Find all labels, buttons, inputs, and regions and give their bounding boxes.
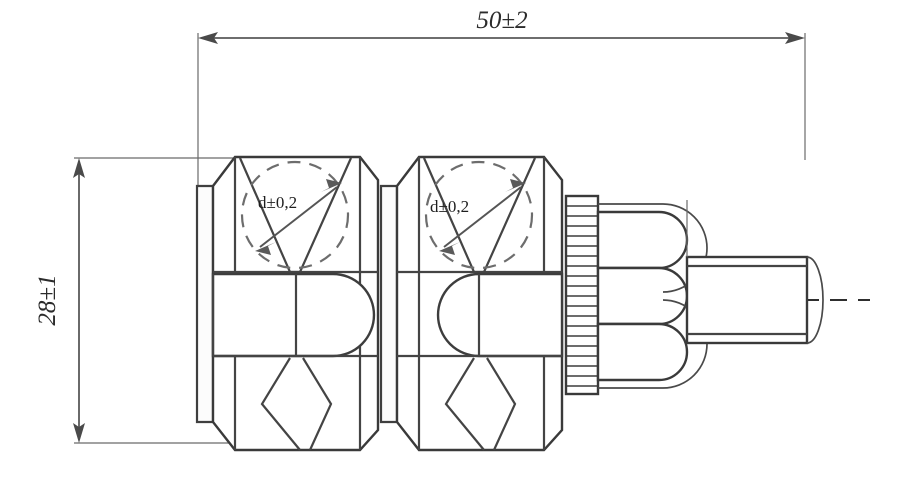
- arrow-left-icon: [198, 32, 218, 44]
- right-diameter-arrow-lower-icon: [439, 242, 460, 255]
- right-diameter-arrow-upper-icon: [505, 179, 526, 192]
- finger-outer-upper: [598, 203, 708, 293]
- left-diamond-right: [302, 357, 333, 451]
- left-bore-circle: [240, 160, 350, 270]
- arrow-right-icon: [785, 32, 805, 44]
- dimension-overall-length: 50±2: [197, 7, 806, 200]
- left-diameter-leader: [259, 186, 338, 248]
- arrow-up-icon: [73, 158, 85, 178]
- left-faceplate: [195, 184, 215, 424]
- middle-faceplate: [379, 184, 399, 424]
- dimension-label-bore-right: d±0,2: [430, 197, 469, 216]
- dimension-label-height: 28±1: [34, 274, 61, 325]
- dimension-label-length: 50±2: [476, 7, 527, 34]
- finger-outer-lower: [598, 299, 708, 389]
- dimension-overall-height: 28±1: [34, 157, 250, 444]
- dimension-label-bore-left: d±0,2: [258, 193, 297, 212]
- insulator-body-left: d±0,2: [195, 155, 380, 452]
- contact-fingers: [596, 203, 708, 389]
- left-capsule: [211, 272, 376, 358]
- finger-3: [596, 322, 689, 382]
- pin-end-cap: [806, 256, 824, 344]
- right-bore-circle: [424, 160, 534, 270]
- finger-2: [596, 266, 689, 326]
- insulator-body-right: d±0,2: [379, 155, 564, 452]
- right-diameter-leader: [443, 186, 522, 248]
- right-diamond-right: [486, 357, 517, 451]
- knurled-collar: [564, 194, 600, 396]
- right-diamond-left: [444, 357, 485, 451]
- arrow-down-icon: [73, 423, 85, 443]
- right-capsule: [436, 272, 564, 358]
- cylindrical-pin: [685, 200, 824, 345]
- finger-1: [596, 210, 689, 270]
- left-diameter-arrow-upper-icon: [321, 179, 342, 192]
- pin-body: [685, 255, 809, 345]
- left-diamond-left: [260, 357, 301, 451]
- left-diameter-arrow-lower-icon: [255, 242, 276, 255]
- knurl-bands: [566, 205, 598, 387]
